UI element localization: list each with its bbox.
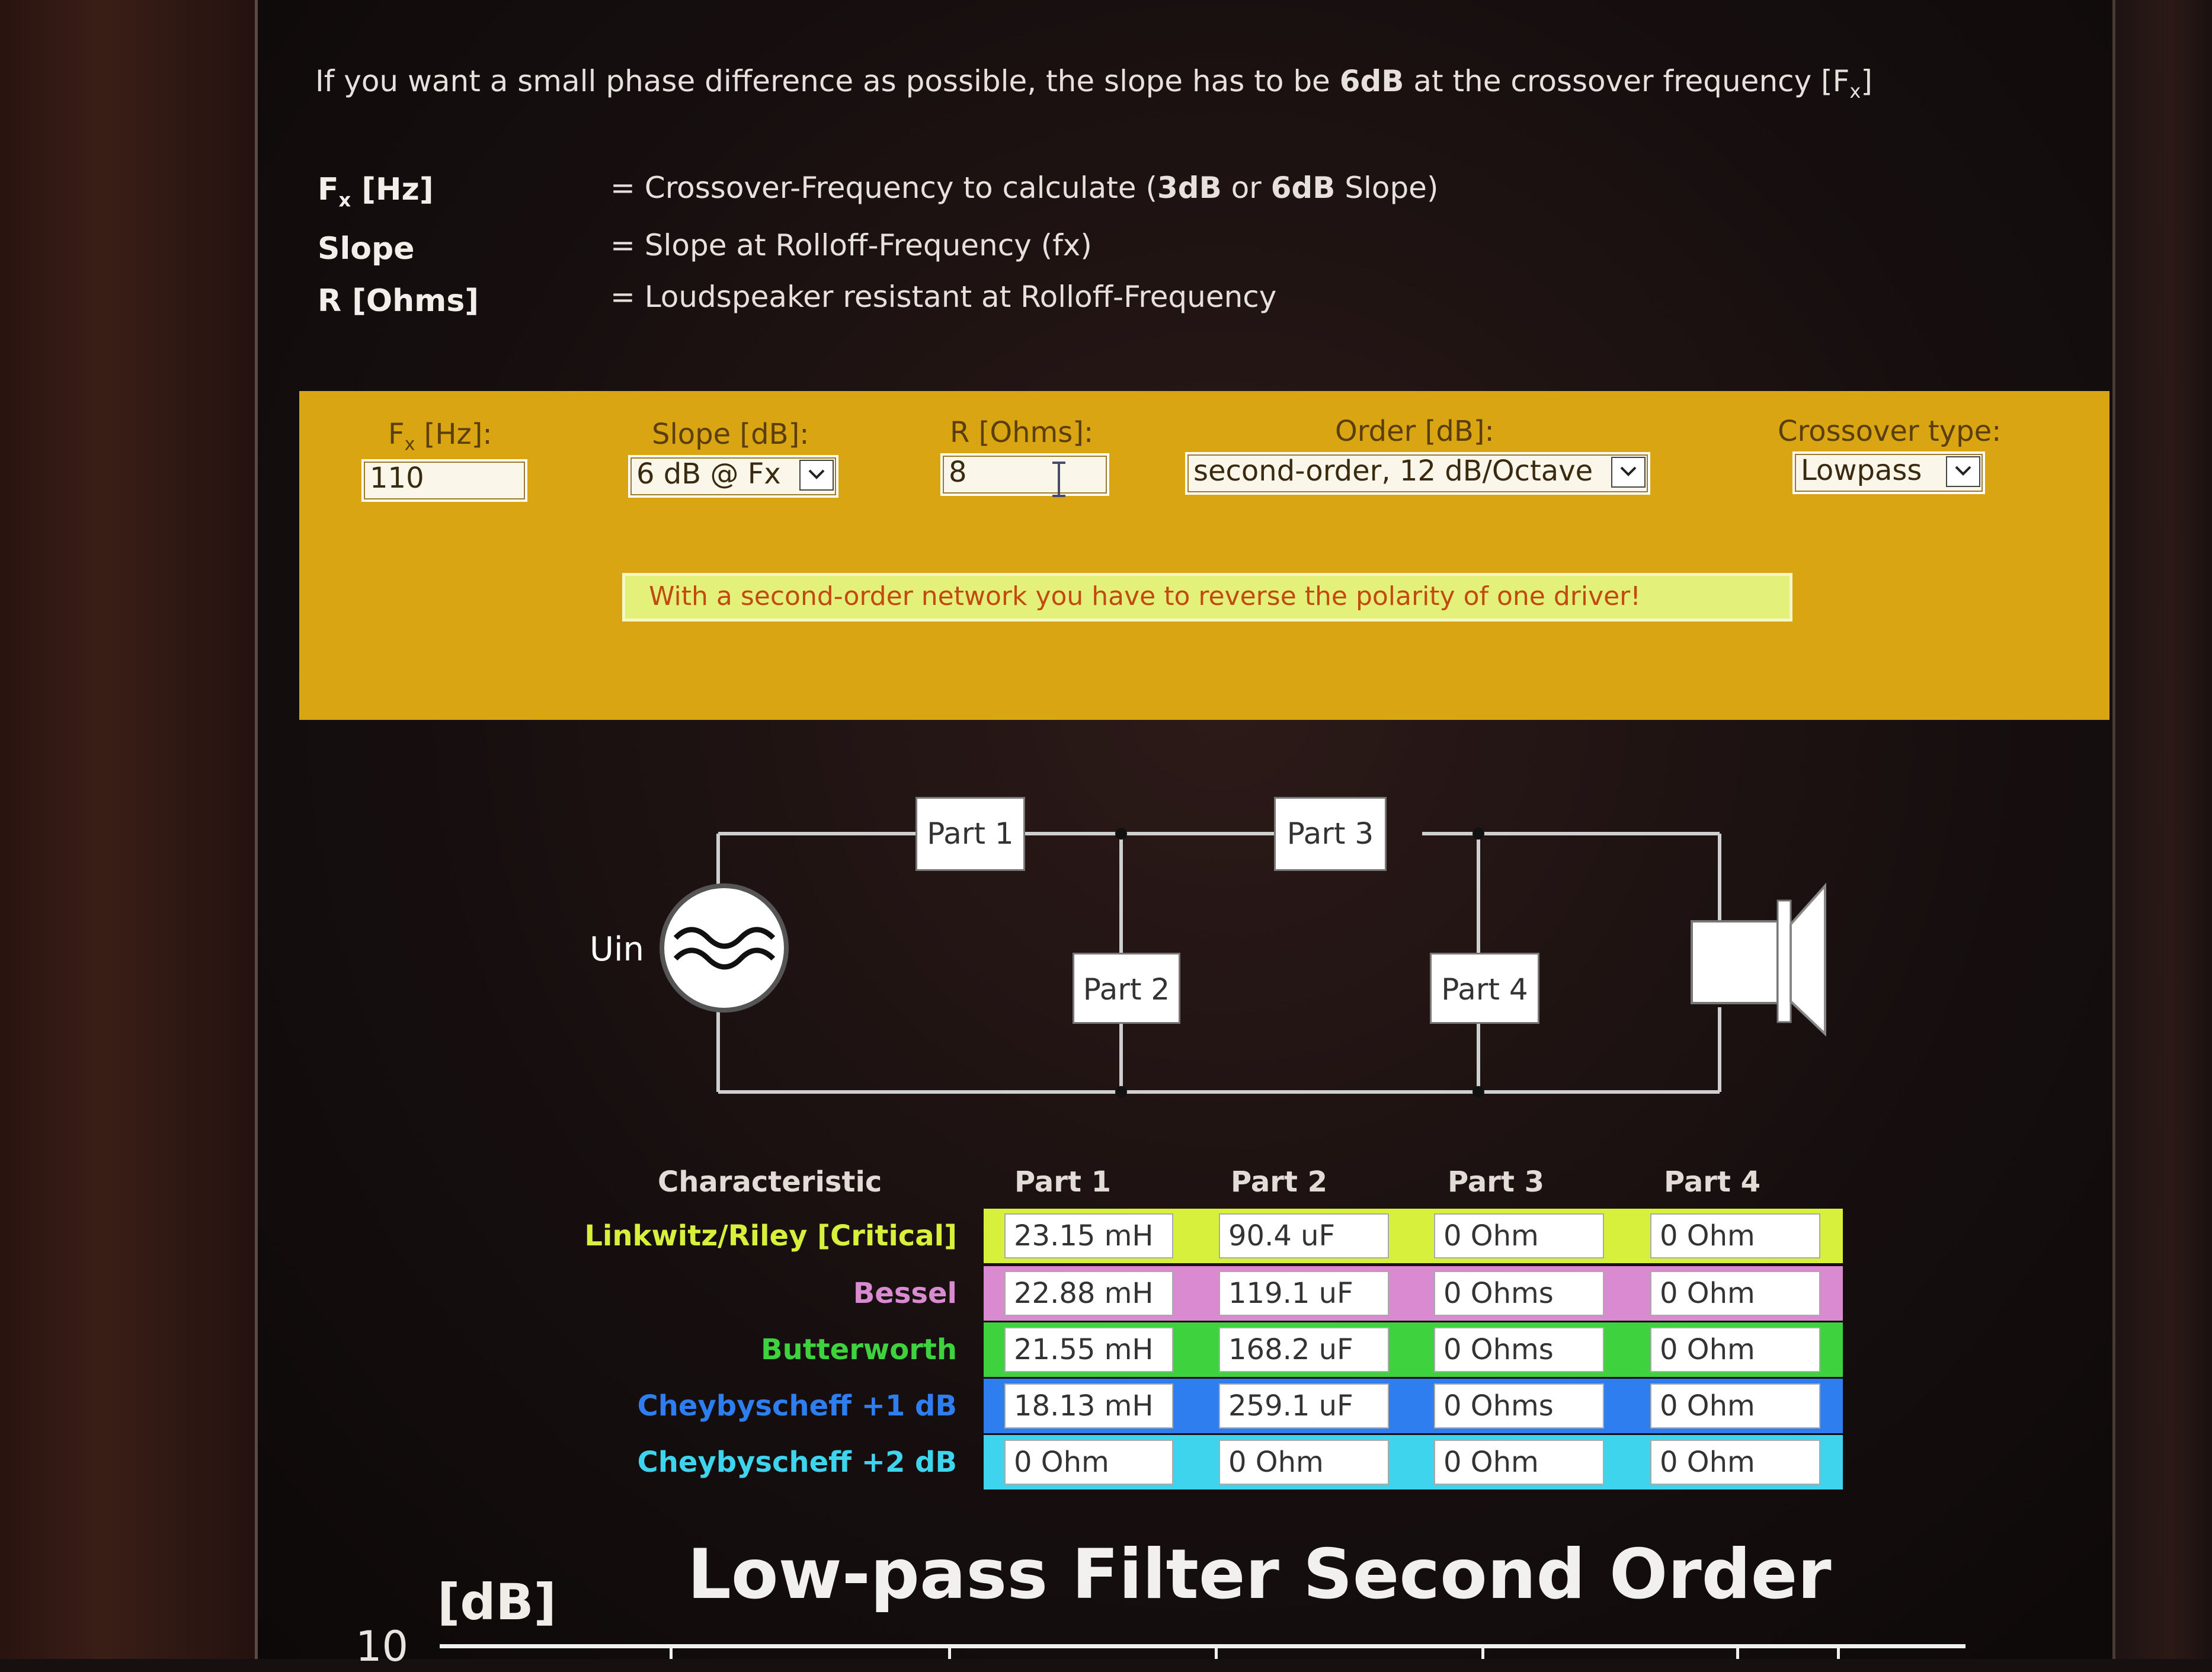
- row-label-cheybyscheff-2db: Cheybyscheff +2 dB: [637, 1446, 957, 1479]
- def-text-fx: = Crossover-Frequency to calculate (3dB …: [610, 171, 1439, 205]
- def-label-fx: Fx [Hz]: [318, 172, 434, 212]
- chevron-down-icon[interactable]: [1611, 457, 1646, 488]
- cell-butterworth-part-2[interactable]: 168.2 uF: [1219, 1327, 1389, 1372]
- chevron-down-icon[interactable]: [799, 460, 834, 491]
- chart-grid-tick: [1215, 1647, 1218, 1659]
- junction-dot: [1472, 1086, 1484, 1098]
- intro-text: If you want a small phase difference as …: [315, 64, 1872, 103]
- r-label: R [Ohms]:: [950, 416, 1094, 449]
- junction-dot: [1472, 828, 1484, 840]
- table-header-part-3: Part 3: [1448, 1165, 1545, 1199]
- order-label: Order [dB]:: [1335, 415, 1494, 448]
- cell-cheby1-part-4[interactable]: 0 Ohm: [1650, 1383, 1820, 1428]
- cell-cheby1-part-1[interactable]: 18.13 mH: [1004, 1383, 1173, 1428]
- junction-dot: [1115, 828, 1127, 840]
- fx-input[interactable]: 110: [361, 459, 527, 502]
- row-label-linkwitz-riley: Linkwitz/Riley [Critical]: [584, 1219, 957, 1253]
- row-label-cheybyscheff-1db: Cheybyscheff +1 dB: [637, 1389, 957, 1423]
- table-header-characteristic: Characteristic: [658, 1165, 882, 1199]
- junction-dot: [1115, 1086, 1127, 1098]
- circuit-wires: [716, 832, 1721, 1094]
- cell-bessel-part-3[interactable]: 0 Ohms: [1434, 1271, 1604, 1316]
- part-2-box: Part 2: [1073, 953, 1180, 1024]
- calculator-panel: [299, 391, 2109, 720]
- row-label-bessel: Bessel: [853, 1277, 957, 1310]
- order-select-value: second-order, 12 dB/Octave: [1193, 454, 1593, 488]
- cell-linkwitz-part-4[interactable]: 0 Ohm: [1650, 1213, 1820, 1258]
- chart-grid-tick: [1837, 1647, 1840, 1659]
- part-4-box: Part 4: [1430, 953, 1539, 1024]
- fx-label: Fx [Hz]:: [388, 418, 492, 455]
- part-1-box: Part 1: [915, 797, 1025, 871]
- cell-linkwitz-part-3[interactable]: 0 Ohm: [1434, 1213, 1604, 1258]
- r-input[interactable]: 8: [940, 453, 1109, 496]
- cell-bessel-part-4[interactable]: 0 Ohm: [1650, 1271, 1820, 1316]
- cell-butterworth-part-3[interactable]: 0 Ohms: [1434, 1327, 1604, 1372]
- cell-bessel-part-2[interactable]: 119.1 uF: [1219, 1271, 1389, 1316]
- chart-grid-tick: [1481, 1647, 1484, 1659]
- background-left: [0, 0, 255, 1659]
- cell-bessel-part-1[interactable]: 22.88 mH: [1004, 1271, 1173, 1316]
- text-cursor-icon: [1052, 462, 1065, 497]
- def-label-slope: Slope: [318, 231, 415, 267]
- cell-cheby2-part-2[interactable]: 0 Ohm: [1219, 1440, 1389, 1485]
- cell-cheby2-part-4[interactable]: 0 Ohm: [1650, 1440, 1820, 1485]
- chart-grid-tick: [670, 1647, 673, 1659]
- cell-cheby1-part-3[interactable]: 0 Ohms: [1434, 1383, 1604, 1428]
- chart-y-axis-label: [dB]: [437, 1573, 556, 1631]
- crossover-type-value: Lowpass: [1801, 454, 1922, 487]
- polarity-warning: With a second-order network you have to …: [622, 573, 1792, 622]
- table-header-part-1: Part 1: [1014, 1165, 1112, 1199]
- table-header-part-2: Part 2: [1231, 1165, 1328, 1199]
- chart-y-tick-top: 10: [356, 1622, 409, 1671]
- chart-grid-tick: [948, 1647, 951, 1659]
- ac-source-icon: [660, 883, 789, 1013]
- slope-label: Slope [dB]:: [652, 418, 809, 451]
- background-right: [2109, 0, 2212, 1659]
- cell-cheby1-part-2[interactable]: 259.1 uF: [1219, 1383, 1389, 1428]
- chart-plot-area: [440, 1644, 1965, 1672]
- cell-linkwitz-part-2[interactable]: 90.4 uF: [1219, 1213, 1389, 1258]
- chart-grid-tick: [1736, 1647, 1739, 1659]
- def-text-r: = Loudspeaker resistant at Rolloff-Frequ…: [610, 280, 1277, 314]
- cell-linkwitz-part-1[interactable]: 23.15 mH: [1004, 1213, 1173, 1258]
- chevron-down-icon[interactable]: [1946, 456, 1980, 487]
- slope-select[interactable]: 6 dB @ Fx: [628, 455, 838, 498]
- order-select[interactable]: second-order, 12 dB/Octave: [1185, 452, 1650, 495]
- def-label-r: R [Ohms]: [318, 283, 479, 319]
- cell-cheby2-part-3[interactable]: 0 Ohm: [1434, 1440, 1604, 1485]
- table-header-part-4: Part 4: [1664, 1165, 1761, 1199]
- crossover-type-label: Crossover type:: [1778, 415, 2002, 448]
- crossover-type-select[interactable]: Lowpass: [1792, 451, 1985, 494]
- part-3-box: Part 3: [1274, 797, 1387, 871]
- cell-cheby2-part-1[interactable]: 0 Ohm: [1004, 1440, 1173, 1485]
- uin-label: Uin: [590, 930, 645, 969]
- cell-butterworth-part-1[interactable]: 21.55 mH: [1004, 1327, 1173, 1372]
- chart-title: Low-pass Filter Second Order: [687, 1535, 1832, 1615]
- loudspeaker-icon: [1691, 882, 1826, 1037]
- cell-butterworth-part-4[interactable]: 0 Ohm: [1650, 1327, 1820, 1372]
- def-text-slope: = Slope at Rolloff-Frequency (fx): [610, 228, 1092, 262]
- row-label-butterworth: Butterworth: [761, 1333, 957, 1366]
- slope-select-value: 6 dB @ Fx: [636, 457, 781, 491]
